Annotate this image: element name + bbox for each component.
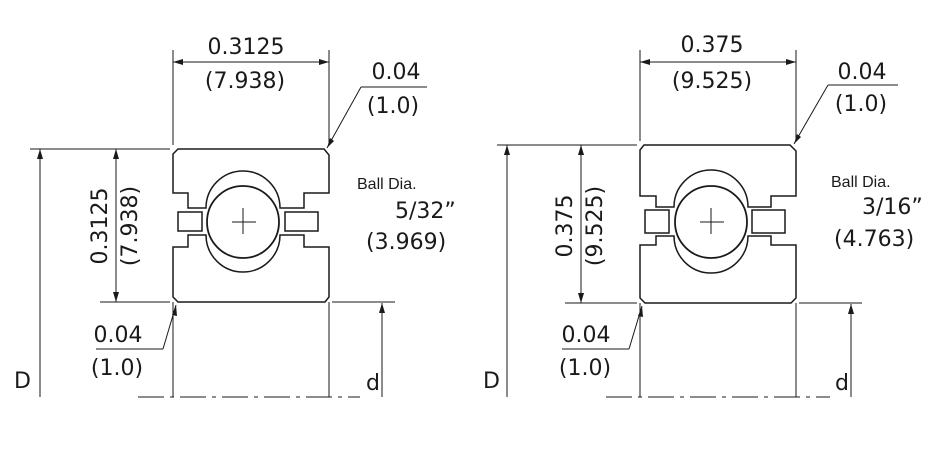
bearing-left: 0.3125 (7.938) 0.04 (1.0) 0.3125 (7.938)…: [14, 35, 456, 398]
cage-section: [284, 211, 319, 232]
height-mm-label: (9.525): [583, 186, 608, 266]
chamfer-top-mm-label: (1.0): [367, 94, 419, 119]
chamfer-bottom-inch-label: 0.04: [94, 323, 143, 348]
ball: [674, 185, 748, 259]
outer-diameter-label: D: [483, 369, 500, 394]
chamfer-top-inch-label: 0.04: [838, 60, 887, 85]
cage-section: [751, 209, 786, 234]
chamfer-top-inch-label: 0.04: [372, 60, 421, 85]
ball-dia-label: Ball Dia.: [831, 174, 891, 191]
cross-section-right: [639, 144, 797, 304]
inner-ring-section: [639, 235, 797, 304]
ball-dia-inch-label: 5/32”: [395, 199, 456, 224]
cage-left-pocket: [644, 209, 670, 234]
height-mm-label: (7.938): [118, 186, 143, 266]
inner-ring-section: [172, 234, 330, 303]
bore-diameter-label: d: [835, 371, 849, 396]
chamfer-bottom-inch-label: 0.04: [562, 323, 611, 348]
cage-left-pocket: [177, 211, 203, 232]
bore-diameter-label: d: [366, 371, 380, 396]
bearing-right: 0.375 (9.525) 0.04 (1.0) 0.375 (9.525) 0…: [483, 33, 923, 398]
ball-dia-mm-label: (4.763): [834, 227, 914, 252]
width-inch-label: 0.375: [681, 33, 744, 58]
width-mm-label: (7.938): [205, 69, 285, 94]
chamfer-bottom-mm-label: (1.0): [91, 356, 143, 381]
ball-dia-mm-label: (3.969): [366, 230, 446, 255]
outer-diameter-label: D: [14, 369, 31, 394]
ball: [206, 185, 280, 259]
height-inch-label: 0.3125: [88, 188, 113, 265]
chamfer-top-mm-label: (1.0): [835, 92, 887, 117]
dimension-lines-right: [497, 50, 898, 398]
width-inch-label: 0.3125: [208, 35, 285, 60]
ball-dia-inch-label: 3/16”: [862, 195, 923, 220]
ball-dia-label: Ball Dia.: [357, 176, 417, 193]
outer-ring-section: [639, 144, 797, 208]
chamfer-bottom-mm-label: (1.0): [559, 356, 611, 381]
outer-ring-section: [172, 148, 330, 209]
width-mm-label: (9.525): [672, 69, 752, 94]
cross-section-left: [172, 148, 330, 303]
height-inch-label: 0.375: [553, 195, 578, 258]
dimension-lines-left: [30, 50, 427, 398]
